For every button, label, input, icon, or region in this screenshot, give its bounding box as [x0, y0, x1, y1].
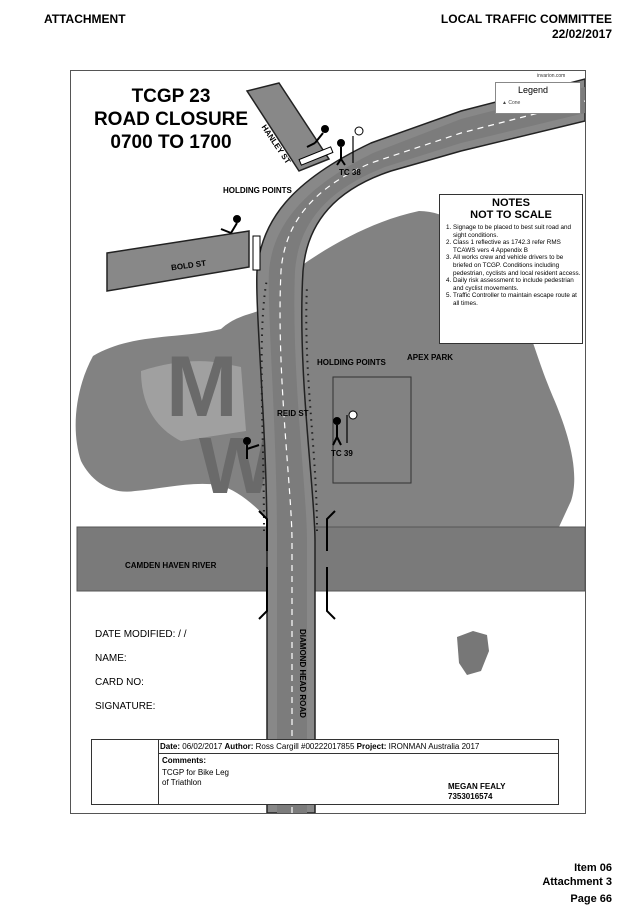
title-block-divider [158, 740, 159, 804]
note-item: Daily risk assessment to include pedestr… [453, 277, 582, 292]
note-item: All works crew and vehicle drivers to be… [453, 254, 582, 277]
tc38-figure [336, 126, 364, 166]
tc39-label: TC 39 [331, 449, 353, 458]
worker-figure-reid [243, 437, 260, 459]
tc39-figure [332, 410, 358, 446]
street-label-diamond-head: DIAMOND HEAD ROAD [298, 629, 307, 718]
plan-title-line2: ROAD CLOSURE [93, 109, 249, 130]
hanley-barrier [298, 146, 334, 166]
river-band [76, 526, 585, 592]
bridge-right-north [326, 510, 336, 551]
holding-points-label-top: HOLDING POINTS [223, 186, 292, 195]
cone-icon: ▲ [502, 100, 507, 106]
bridge-left-north [258, 510, 268, 551]
cones-line-left [260, 278, 268, 532]
centre-line [279, 100, 585, 813]
header-date: 22/02/2017 [551, 27, 612, 41]
author-label: Author: [224, 742, 254, 751]
plan-title-line1: TCGP 23 [131, 86, 211, 107]
comments-label: Comments: [162, 756, 207, 765]
note-item: Traffic Controller to maintain escape ro… [453, 292, 582, 307]
bridge-left-south [258, 567, 268, 620]
legend-title: Legend [518, 85, 549, 95]
form-name: NAME: [95, 653, 127, 664]
project-value: IRONMAN Australia 2017 [388, 742, 480, 751]
footer-item: Item 06 [574, 862, 612, 874]
signer-card: 7353016574 [448, 792, 493, 801]
footer-page: Page 66 [570, 893, 612, 905]
vendor-mark: invarion.com [537, 73, 566, 79]
logo-watermark: M [166, 339, 238, 435]
title-block: Date: 06/02/2017 Author: Ross Cargill #0… [91, 739, 559, 805]
footer-attachment: Attachment 3 [542, 876, 612, 888]
header-left: ATTACHMENT [44, 12, 126, 26]
bold-barrier [252, 235, 261, 271]
form-signature: SIGNATURE: [95, 701, 156, 712]
header-committee: LOCAL TRAFFIC COMMITTEE [440, 12, 612, 26]
plan-title-line3: 0700 TO 1700 [110, 132, 232, 153]
park-outline [332, 376, 412, 484]
river-label: CAMDEN HAVEN RIVER [125, 561, 217, 570]
light-land [141, 361, 246, 441]
plan-title: TCGP 23 ROAD CLOSURE 0700 TO 1700 [81, 85, 261, 154]
date-label: Date: [160, 742, 181, 751]
hanley-street [245, 82, 331, 172]
note-item: Signage to be placed to best suit road a… [453, 224, 582, 239]
street-label-reid: REID ST [277, 409, 309, 418]
legend-item-label: Cone [508, 100, 521, 106]
tasmania [457, 631, 489, 675]
form-card-no: CARD NO: [95, 677, 144, 688]
form-date-modified: DATE MODIFIED: / / [95, 629, 187, 640]
notes-list: Signage to be placed to best suit road a… [440, 224, 582, 308]
project-label: Project: [356, 742, 387, 751]
header-right: LOCAL TRAFFIC COMMITTEE 22/02/2017 [441, 12, 612, 42]
legend-item: ▲ Cone [502, 100, 520, 106]
bold-street [106, 230, 250, 292]
title-block-rule [158, 753, 558, 754]
holding-points-label-mid: HOLDING POINTS [317, 358, 386, 367]
author-value: Ross Cargill #00222017855 [255, 742, 355, 751]
notes-subtitle: NOT TO SCALE [470, 209, 552, 221]
park-label: APEX PARK [407, 353, 454, 362]
title-block-header: Date: 06/02/2017 Author: Ross Cargill #0… [160, 742, 479, 751]
comment-line-1: TCGP for Bike Leg [162, 768, 229, 777]
notes-box: NOTES NOT TO SCALE Signage to be placed … [439, 194, 583, 344]
traffic-plan-map: M W [70, 70, 586, 814]
bridge-right-south [326, 567, 336, 620]
legend: Legend ▲ Cone [495, 82, 581, 114]
signer-name: MEGAN FEALY [448, 782, 506, 791]
tc38-label: TC 38 [339, 168, 361, 177]
comment-line-2: of Triathlon [162, 778, 202, 787]
note-item: Class 1 reflective as 1742.3 refer RMS T… [453, 239, 582, 254]
worker-figure-bold [220, 215, 241, 234]
date-value: 06/02/2017 [182, 742, 223, 751]
notes-title: NOTES [492, 197, 530, 209]
worker-figure-hanley [306, 125, 329, 148]
